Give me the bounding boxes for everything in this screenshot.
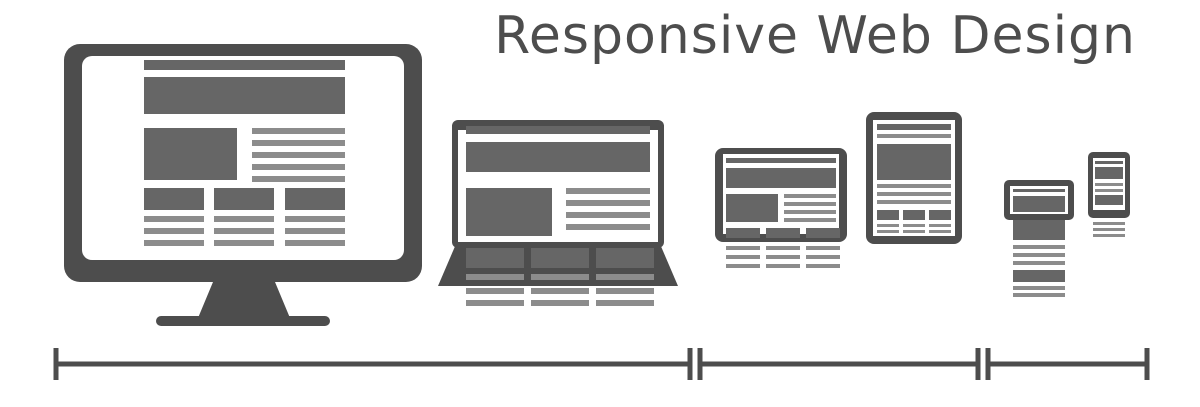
page-title: Responsive Web Design — [494, 6, 1136, 66]
tablet-landscape-icon — [715, 148, 847, 268]
phone-portrait-icon — [1088, 152, 1130, 237]
phone-landscape-icon — [1004, 180, 1074, 297]
laptop-icon — [438, 120, 678, 306]
tablet-portrait-icon — [866, 112, 962, 244]
desktop-monitor-icon — [64, 44, 422, 326]
breakpoint-scale — [53, 348, 1150, 380]
